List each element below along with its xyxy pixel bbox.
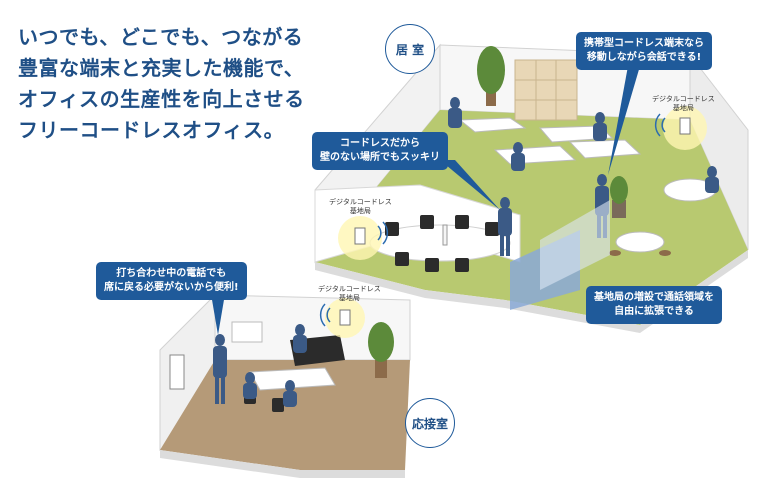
callout-meeting: 打ち合わせ中の電話でも 席に戻る必要がないから便利! <box>96 262 247 300</box>
headline-line-1: いつでも、どこでも、つながる <box>18 25 304 49</box>
person-reception-head <box>215 334 225 346</box>
round-table-2 <box>615 231 665 253</box>
headline-line-2: 豊富な端末と充実した機能で、 <box>18 56 305 80</box>
room-label-office: 居 室 <box>385 24 435 74</box>
wall-picture <box>169 354 185 390</box>
callout-mobile: 携帯型コードレス端末なら 移動しながら会話できる! <box>576 32 712 70</box>
bookshelf <box>514 59 578 121</box>
callout-cordless-line-2: 壁のない場所でもスッキリ <box>320 152 440 163</box>
callout-mobile-line-2: 移動しながら会話できる! <box>586 52 702 63</box>
meeting-chairs <box>385 215 499 272</box>
person-round-table-head <box>707 166 717 178</box>
person-walking-head <box>597 174 607 186</box>
station-label-center-line-2: 基地局 <box>349 207 371 215</box>
callout-meeting-line-1: 打ち合わせ中の電話でも <box>116 268 227 279</box>
reception-table <box>249 367 336 391</box>
desk-4 <box>568 139 642 159</box>
person-meeting-head <box>500 197 510 209</box>
callout-tail-mobile <box>608 66 640 175</box>
base-station-lower <box>339 309 351 326</box>
station-label-right: デジタルコードレス 基地局 <box>652 95 715 113</box>
callout-expand: 基地局の増設で通話領域を 自由に拡張できる <box>586 286 722 324</box>
desk-1 <box>458 117 527 133</box>
person-office-2-body <box>593 123 607 141</box>
reception-floor-edge <box>160 450 405 478</box>
callout-cordless-line-1: コードレスだから <box>340 138 420 149</box>
callout-tail-cordless <box>440 160 500 210</box>
person-office-3-head <box>513 142 523 154</box>
station-label-center-line-1: デジタルコードレス <box>329 198 392 206</box>
person-office-2-head <box>595 112 605 124</box>
headline: いつでも、どこでも、つながる 豊富な端末と充実した機能で、 オフィスの生産性を向… <box>18 22 305 146</box>
station-label-right-line-2: 基地局 <box>672 104 694 112</box>
office-floor-edge <box>315 250 748 333</box>
room-label-reception: 応接室 <box>405 398 455 448</box>
headline-line-3: オフィスの生産性を向上させる <box>18 87 305 111</box>
person-office-1-head <box>450 97 460 109</box>
station-label-lower: デジタルコードレス 基地局 <box>318 285 381 303</box>
callout-mobile-line-1: 携帯型コードレス端末なら <box>584 38 704 49</box>
station-label-lower-line-2: 基地局 <box>338 294 360 302</box>
callout-expand-line-1: 基地局の増設で通話領域を <box>594 292 714 303</box>
headline-line-4: フリーコードレスオフィス。 <box>18 118 285 142</box>
person-office-1-body <box>448 108 462 128</box>
station-label-right-line-1: デジタルコードレス <box>652 95 715 103</box>
base-station-center <box>354 227 366 245</box>
person-office-3-body <box>511 153 525 171</box>
base-station-right <box>679 117 691 135</box>
station-label-center: デジタルコードレス 基地局 <box>329 198 392 216</box>
callout-meeting-line-2: 席に戻る必要がないから便利! <box>104 282 239 293</box>
callout-expand-line-2: 自由に拡張できる <box>614 306 694 317</box>
station-label-lower-line-1: デジタルコードレス <box>318 285 381 293</box>
callout-cordless: コードレスだから 壁のない場所でもスッキリ <box>312 132 448 170</box>
